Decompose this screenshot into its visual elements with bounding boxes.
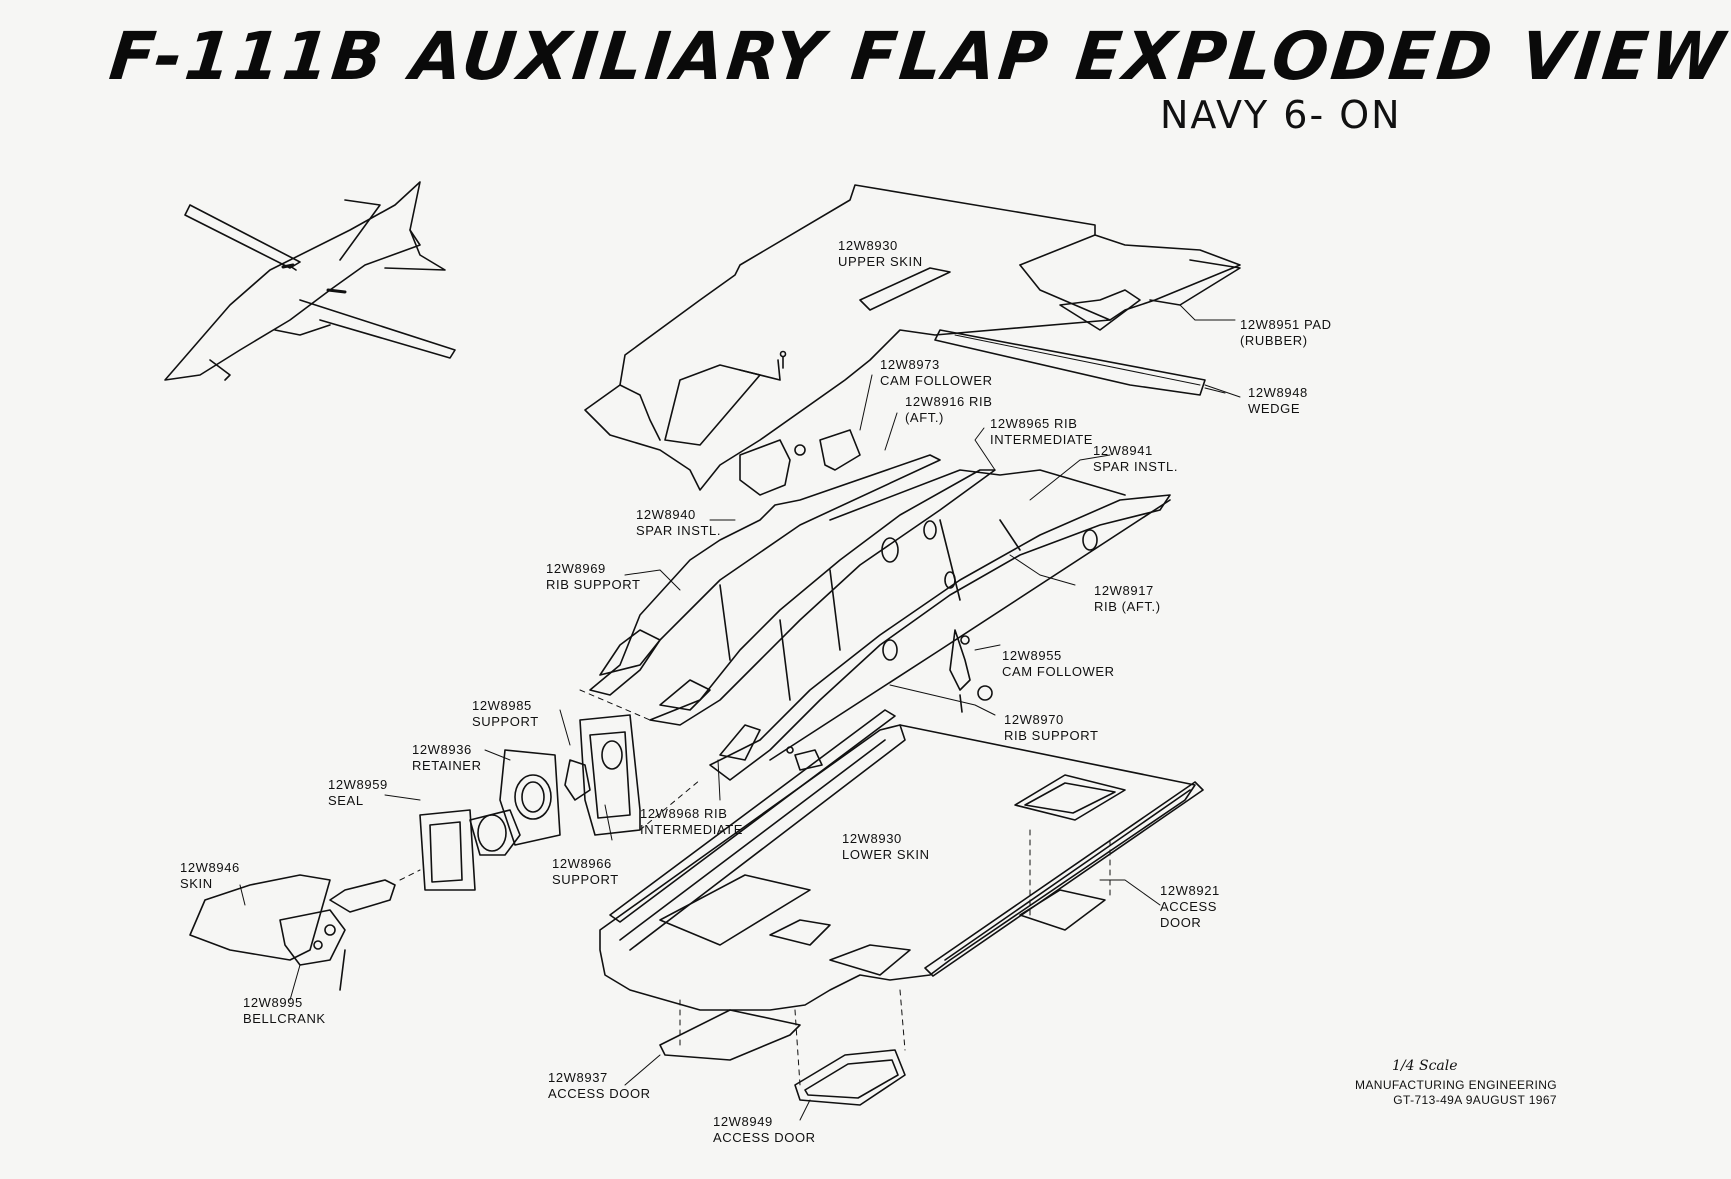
footer-line1: MANUFACTURING ENGINEERING bbox=[1355, 1078, 1558, 1092]
access-doors bbox=[659, 889, 1106, 1106]
label-pad: 12W8951 PAD(RUBBER) bbox=[1240, 317, 1332, 348]
footer-line2: GT-713-49A 9AUGUST 1967 bbox=[1393, 1093, 1558, 1107]
wedge-part bbox=[934, 329, 1241, 398]
scale-note: 1/4 Scale bbox=[1392, 1058, 1458, 1074]
drawing-subtitle: NAVY 6- ON bbox=[1160, 93, 1402, 137]
footer-block: MANUFACTURING ENGINEERING GT-713-49A 9AU… bbox=[1355, 1078, 1557, 1108]
lower-skin-part bbox=[599, 724, 1196, 1011]
aircraft-silhouette bbox=[164, 181, 456, 381]
exploded-view-drawing bbox=[164, 181, 1241, 1121]
drawing-sheet: F-111B AUXILIARY FLAP EXPLODED VIEW NAVY… bbox=[106, 18, 1731, 1145]
upper-skin-part bbox=[584, 184, 1241, 491]
cam-follower-parts bbox=[739, 429, 993, 771]
rib-spar-assembly bbox=[589, 454, 1171, 781]
label-rib-aft-top: 12W8916 RIB(AFT.) bbox=[905, 394, 993, 425]
rod-part bbox=[609, 709, 1204, 977]
leader-lines bbox=[239, 304, 1236, 1121]
projection-lines bbox=[399, 689, 1111, 1086]
